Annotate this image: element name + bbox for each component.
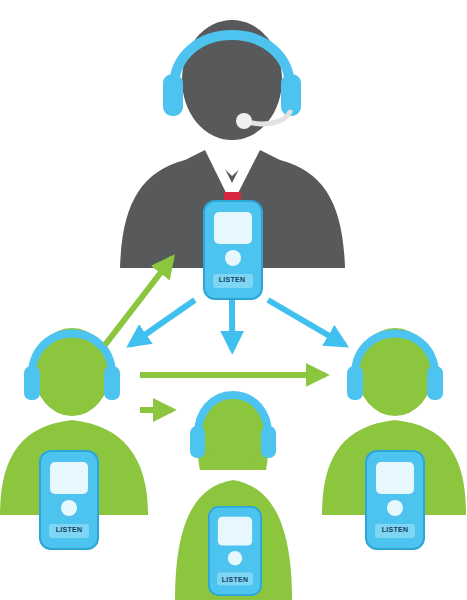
flow-arrow <box>140 372 325 378</box>
device-brand: LISTEN <box>208 575 262 584</box>
device-brand: LISTEN <box>364 525 426 534</box>
flow-arrow <box>105 258 172 345</box>
flow-arrow <box>229 300 235 350</box>
flow-arrow <box>268 300 345 345</box>
flow-arrow <box>140 407 172 413</box>
leader-figure <box>120 20 345 299</box>
listener-unit: LISTEN <box>172 195 292 300</box>
listener-unit: LISTEN <box>325 345 467 550</box>
device-brand: LISTEN <box>203 275 261 284</box>
follower-figure <box>322 328 466 549</box>
follower-figure <box>175 394 292 600</box>
listener-unit: LISTEN <box>172 350 295 600</box>
listener-unit: LISTEN <box>0 345 140 550</box>
device-brand: LISTEN <box>38 525 100 534</box>
flow-arrow <box>130 300 195 345</box>
follower-figure <box>0 328 148 549</box>
